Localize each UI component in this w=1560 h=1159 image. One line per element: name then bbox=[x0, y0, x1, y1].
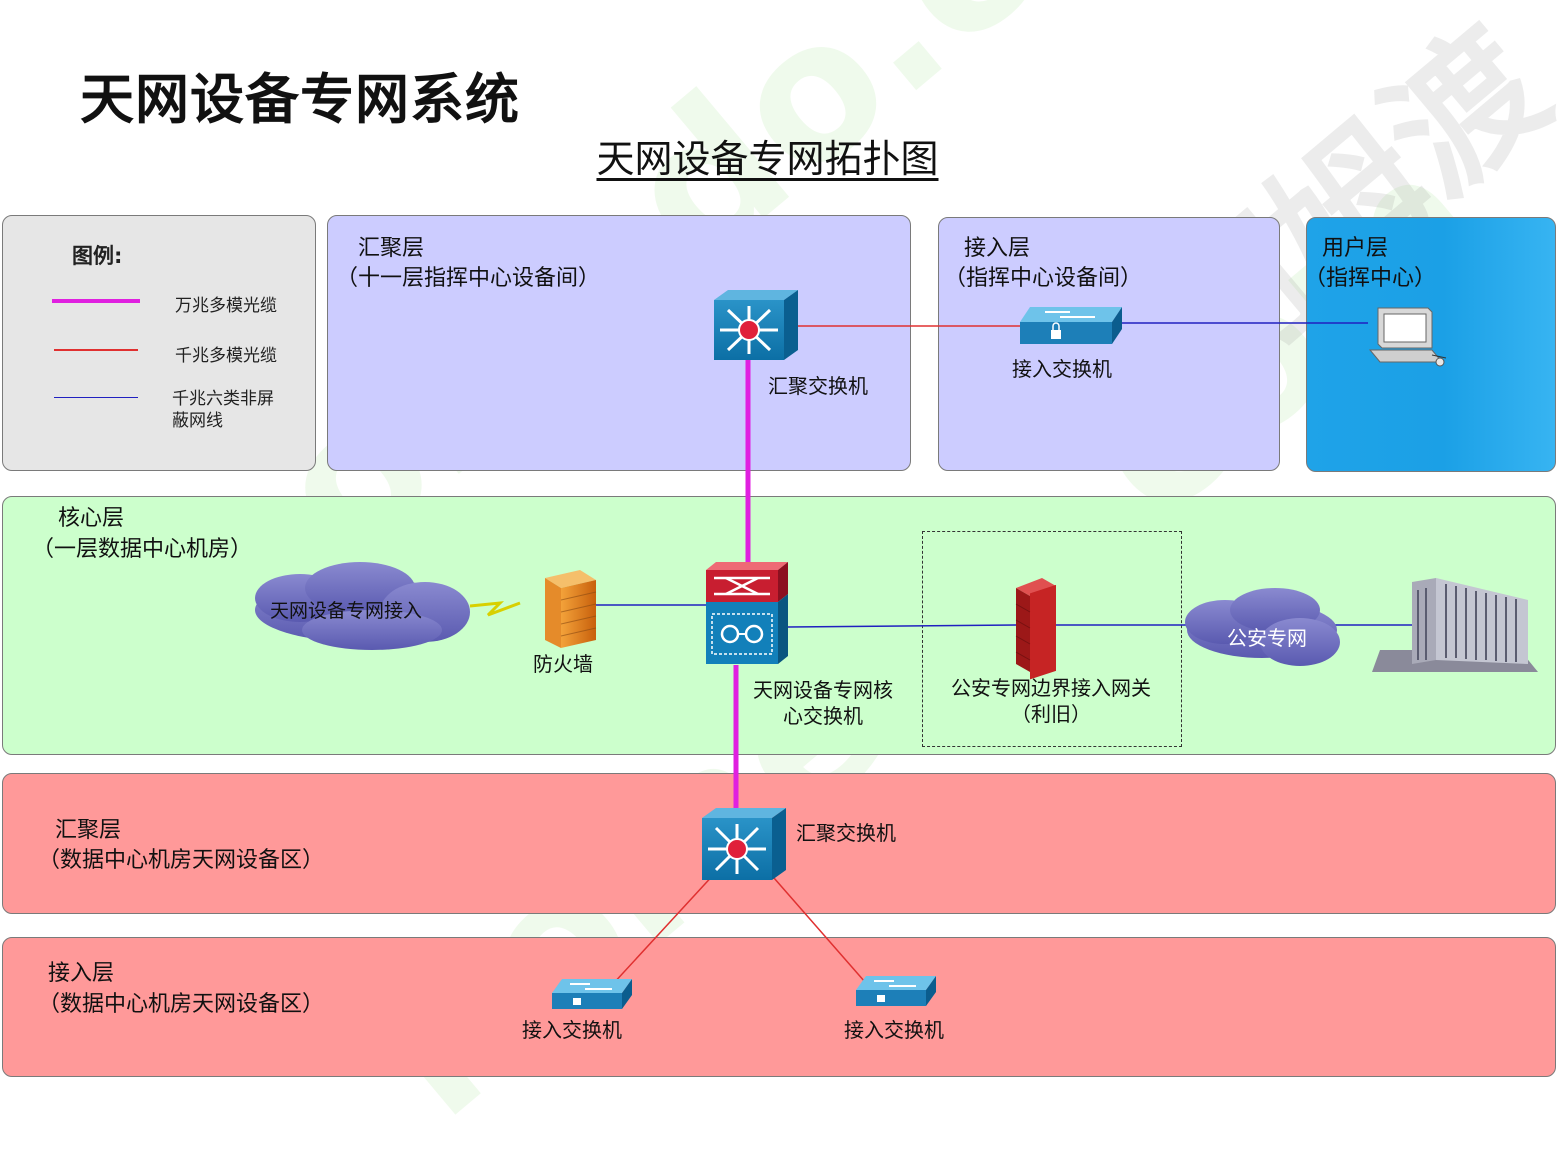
topology-diagram bbox=[255, 290, 1538, 1009]
building-icon bbox=[1372, 578, 1538, 672]
skynet-access-cloud-label: 天网设备专网接入 bbox=[270, 600, 423, 622]
legend-swatch-10g-fiber bbox=[52, 299, 140, 303]
access-switch-top-label: 接入交换机 bbox=[1012, 357, 1112, 381]
aggregation-switch-top-label: 汇聚交换机 bbox=[768, 374, 868, 398]
zone-sublabel: （数据中心机房天网设备区） bbox=[38, 992, 325, 1017]
gateway-firewall-icon bbox=[1015, 578, 1056, 680]
access-switch-top-icon bbox=[1020, 307, 1122, 344]
zone-label: 汇聚层 bbox=[55, 818, 122, 843]
zone-sublabel: （十一层指挥中心设备间） bbox=[336, 266, 601, 291]
zone-label: 核心层 bbox=[58, 506, 125, 531]
legend-swatch-cat6 bbox=[54, 397, 138, 398]
gateway-boundary-box bbox=[922, 531, 1182, 747]
access-switch-bottom-right-icon bbox=[856, 976, 936, 1006]
access-switch-bottom-right-label: 接入交换机 bbox=[844, 1018, 944, 1042]
aggregation-switch-bottom-label: 汇聚交换机 bbox=[796, 821, 896, 845]
legend-heading: 图例: bbox=[72, 244, 123, 268]
zone-sublabel: （指挥中心设备间） bbox=[944, 266, 1143, 291]
firewall-icon bbox=[545, 570, 597, 648]
link-cat6 bbox=[787, 624, 1017, 628]
zone-label: 接入层 bbox=[964, 236, 1031, 261]
legend-label: 千兆六类非屏 蔽网线 bbox=[172, 389, 274, 431]
access-switch-bottom-left-icon bbox=[552, 979, 632, 1009]
zone-aggregation-top bbox=[327, 215, 911, 471]
zone-label: 用户层 bbox=[1322, 236, 1389, 261]
legend-label: 千兆多模光缆 bbox=[175, 346, 277, 366]
link-1g-fiber bbox=[773, 877, 866, 983]
zone-sublabel: （指挥中心） bbox=[1304, 266, 1437, 291]
legend-swatch-1g-fiber bbox=[54, 349, 138, 351]
access-switch-bottom-left-label: 接入交换机 bbox=[522, 1018, 622, 1042]
legend-label: 万兆多模光缆 bbox=[175, 296, 277, 316]
zone-sublabel: （一层数据中心机房） bbox=[32, 537, 253, 562]
zone-sublabel: （数据中心机房天网设备区） bbox=[38, 848, 325, 873]
zone-label: 接入层 bbox=[48, 961, 115, 986]
link-1g-fiber bbox=[611, 871, 717, 986]
firewall-label: 防火墙 bbox=[533, 652, 593, 676]
police-network-cloud-label: 公安专网 bbox=[1227, 626, 1307, 650]
user-pc-icon bbox=[1368, 307, 1447, 367]
aggregation-switch-bottom-icon bbox=[702, 808, 786, 880]
diagram-title: 天网设备专网拓扑图 bbox=[596, 137, 939, 181]
wireless-link-icon bbox=[469, 601, 521, 617]
legend-panel bbox=[2, 215, 316, 471]
zone-access-bottom bbox=[2, 937, 1556, 1077]
page-title: 天网设备专网系统 bbox=[80, 68, 520, 131]
skynet-access-cloud-icon bbox=[255, 562, 470, 650]
aggregation-switch-top-icon bbox=[714, 290, 798, 360]
core-switch-label: 天网设备专网核 心交换机 bbox=[753, 678, 893, 728]
core-switch-icon bbox=[706, 562, 788, 664]
zone-label: 汇聚层 bbox=[358, 236, 425, 261]
gateway-label: 公安专网边界接入网关 （利旧） bbox=[951, 676, 1151, 726]
police-network-cloud-icon bbox=[1185, 588, 1340, 666]
